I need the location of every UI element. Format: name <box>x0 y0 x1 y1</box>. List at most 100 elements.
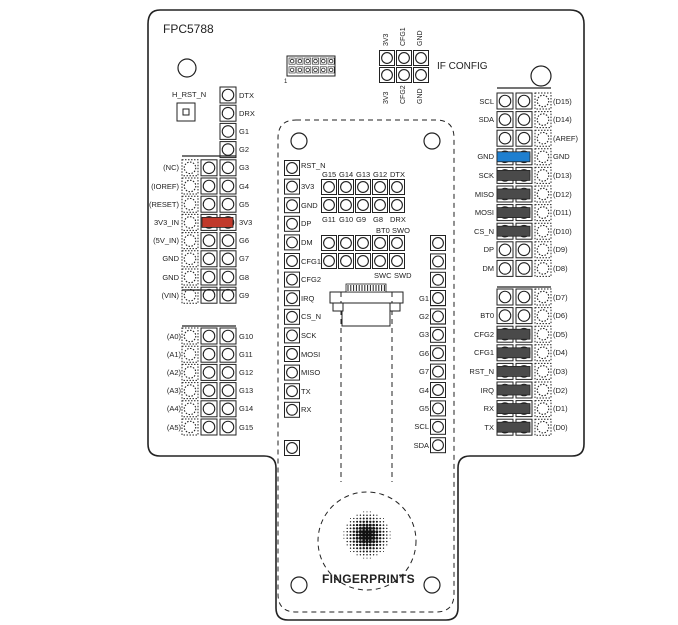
middle-grid-bottom-label-2: G9 <box>356 214 367 224</box>
right-bottom-right-pin-5 <box>536 383 550 397</box>
middle-right-pin-0 <box>432 292 444 304</box>
sensor-dot <box>372 540 376 544</box>
sensor-dot <box>379 547 382 550</box>
if-config-top-label-1: CFG1 <box>400 27 407 46</box>
analog-left-pin-0 <box>183 329 197 343</box>
left-header-right-label-4: G3 <box>239 163 250 173</box>
middle-grid-lower-top-pin-0 <box>323 237 335 249</box>
jumper-gray-bottom-2 <box>496 328 531 340</box>
left-header-right-pin-1 <box>221 106 235 120</box>
right-bottom-left-label-7: TX <box>484 422 494 432</box>
middle-right-extra-pin-2 <box>432 273 444 286</box>
middle-grid-top-label-2: G13 <box>356 169 371 179</box>
left-header-right-label-10: G8 <box>239 272 250 282</box>
middle-right-label-1: G2 <box>418 311 429 321</box>
left-header-right-label-1: DRX <box>239 108 255 118</box>
middle-left-label-0: RST_N <box>301 160 326 170</box>
middle-left-label-8: CS_N <box>301 312 322 322</box>
sensor-dot <box>365 539 369 544</box>
middle-grid-bottom-label-3: G8 <box>373 214 384 224</box>
left-header-left-label-5: GND <box>162 254 179 264</box>
sensor-dot <box>343 534 345 536</box>
analog-left-pin-1 <box>183 347 197 361</box>
analog-left-pin-5 <box>183 420 197 434</box>
sensor-dot <box>382 517 385 520</box>
middle-grid-lower-bottom-pin-4 <box>391 255 403 267</box>
sensor-dot <box>359 514 362 516</box>
sensor-dot <box>369 517 372 520</box>
jumper-gray-bottom-5 <box>496 384 531 396</box>
sensor-dot <box>358 526 362 530</box>
middle-grid-lower-bottom-pin-1 <box>340 255 352 267</box>
analog-mid-pin-3 <box>202 384 216 397</box>
right-top-right-label-8: (D9) <box>553 245 568 255</box>
sensor-dot <box>366 517 368 520</box>
jumper-gray-top-7 <box>496 225 531 237</box>
right-top-mid-pin-2 <box>517 131 531 145</box>
sensor-dot <box>352 524 355 527</box>
sensor-dot <box>362 526 366 531</box>
sensor-dot <box>379 550 381 553</box>
sensor-dot <box>362 514 365 516</box>
right-bottom-mid-pin-1 <box>517 309 531 322</box>
right-top-right-pin-8 <box>536 243 550 257</box>
left-header-right-pin-6 <box>221 197 235 211</box>
sensor-dot <box>382 530 385 533</box>
right-top-right-label-3: GND <box>553 152 570 162</box>
sensor-dot <box>346 540 348 543</box>
middle-grid-top-label-3: G12 <box>373 169 388 179</box>
sensor-dot <box>349 540 352 543</box>
sensor-dot <box>361 533 366 537</box>
right-bottom-right-pin-2 <box>536 327 550 341</box>
sensor-dot <box>371 530 376 534</box>
left-header-right-pin-2 <box>221 125 235 138</box>
sensor-dot <box>356 554 358 556</box>
middle-left-pin-extra <box>286 442 298 454</box>
sensor-dot <box>349 527 352 530</box>
mount-hole-top-left <box>177 58 197 78</box>
sensor-dot <box>355 530 359 534</box>
sensor-dot <box>368 543 372 547</box>
middle-right-pin-5 <box>432 384 444 396</box>
sensor-dot <box>389 534 391 536</box>
analog-left-label-0: (A0) <box>166 331 181 341</box>
sensor-dot <box>379 540 382 543</box>
left-header-mid-pin-1 <box>202 179 216 193</box>
left-header-right-pin-0 <box>221 88 235 102</box>
middle-left-pin-5 <box>286 255 298 267</box>
sensor-dot <box>359 520 362 523</box>
hrst-label: H_RST_N <box>172 90 207 99</box>
if-config-bottom-pin-2 <box>415 69 427 81</box>
middle-left-label-13: RX <box>301 405 312 415</box>
middle-left-pin-1 <box>286 180 298 193</box>
analog-right-label-4: G14 <box>239 404 254 414</box>
right-top-right-label-5: (D12) <box>553 189 572 199</box>
sensor-dot <box>372 526 376 530</box>
sensor-dot <box>372 550 375 553</box>
sensor-dot <box>386 537 388 540</box>
sensor-dot <box>368 526 372 531</box>
sensor-dot <box>379 543 382 546</box>
sensor-flex-outline <box>340 292 393 482</box>
sensor-dot <box>346 527 348 530</box>
connector-latch-right <box>389 302 401 312</box>
left-header-right-label-11: G9 <box>239 290 250 300</box>
middle-left-pin-7 <box>286 292 298 305</box>
middle-grid-top-pin-1 <box>340 181 352 193</box>
sensor-dot <box>365 520 369 524</box>
right-top-left-pin-1 <box>498 113 512 126</box>
sensor-dot <box>376 514 378 516</box>
sensor-dot <box>359 550 362 553</box>
right-bottom-right-label-2: (D5) <box>553 329 568 339</box>
sensor-dot <box>372 523 375 527</box>
right-bottom-right-pin-6 <box>536 402 550 415</box>
middle-left-label-3: DP <box>301 219 312 229</box>
connector-latch-left <box>332 302 344 312</box>
if-config-top-label-0: 3V3 <box>383 33 390 46</box>
sensor-dot <box>379 527 382 530</box>
sensor-dot <box>343 537 345 539</box>
middle-left-pin-4 <box>286 236 298 249</box>
if-config-bottom-pin-0 <box>381 69 393 81</box>
middle-left-pin-12 <box>286 385 298 398</box>
sensor-dot <box>382 544 385 546</box>
